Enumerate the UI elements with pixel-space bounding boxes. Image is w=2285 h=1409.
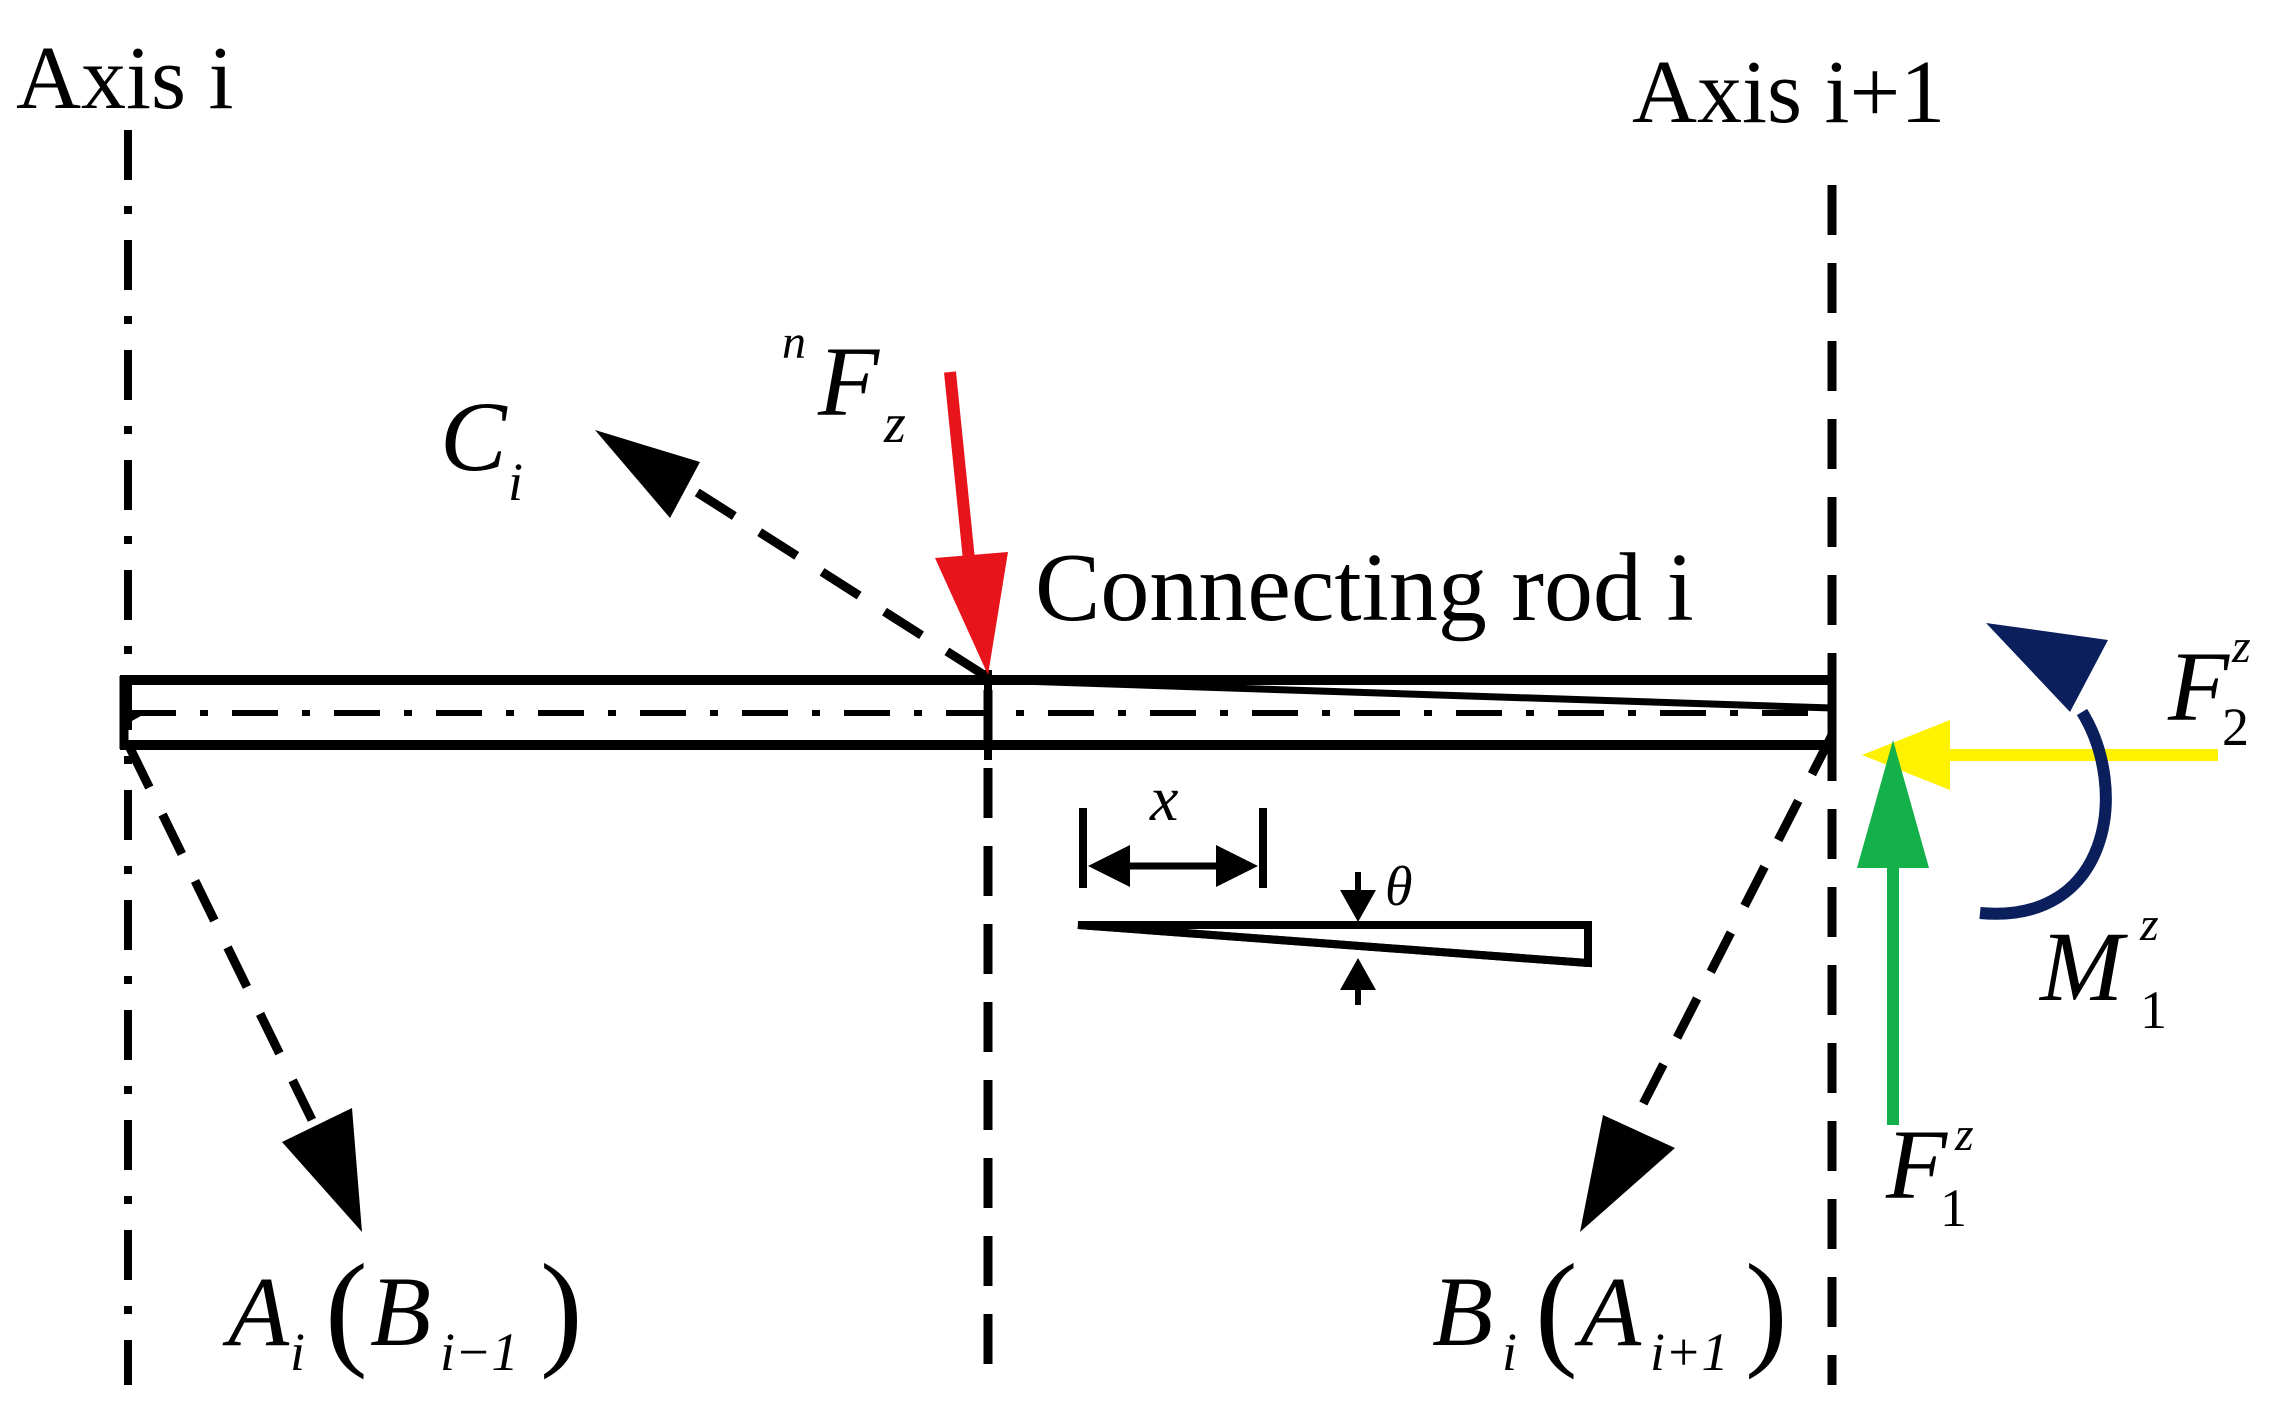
svg-text:M: M (2038, 911, 2128, 1022)
nfz-force-arrow (935, 371, 1008, 675)
f2z-label: F 2 z (2167, 620, 2251, 757)
svg-text:z: z (883, 393, 906, 455)
ci-arrowhead (595, 430, 700, 518)
f2z-force-arrow (1862, 720, 2218, 790)
svg-text:F: F (817, 326, 880, 437)
svg-text:F: F (1885, 1109, 1948, 1220)
ai-dashed-line (125, 746, 317, 1122)
nfz-label: n F z (782, 316, 906, 455)
connecting-rod-label: Connecting rod i (1035, 534, 1694, 642)
ci-label: C i (440, 381, 523, 512)
m1z-moment-arrow (1979, 623, 2112, 920)
svg-text:i: i (1502, 1322, 1517, 1382)
svg-text:(: ( (325, 1238, 368, 1380)
svg-text:(: ( (1535, 1238, 1578, 1380)
theta-angle-arrows (1340, 872, 1376, 1005)
svg-text:B: B (1432, 1256, 1493, 1367)
svg-text:i: i (290, 1322, 305, 1382)
axis-i1-label: Axis i+1 (1632, 43, 1945, 142)
svg-text:i: i (508, 452, 523, 512)
m1z-label: M 1 z (2038, 898, 2167, 1040)
bi-ai-plus-label: B i ( A i+1 ) (1432, 1238, 1788, 1382)
ai-arrowhead (282, 1108, 362, 1232)
svg-text:1: 1 (2140, 980, 2167, 1040)
svg-text:i+1: i+1 (1650, 1322, 1728, 1382)
detail-wedge (1077, 921, 1592, 968)
f1z-label: F 1 z (1885, 1108, 1974, 1238)
bi-arrowhead (1580, 1115, 1675, 1232)
svg-text:A: A (1574, 1256, 1642, 1367)
svg-text:z: z (2231, 620, 2251, 673)
svg-text:z: z (1954, 1108, 1974, 1161)
f1z-force-arrow (1857, 740, 1929, 1125)
svg-text:n: n (782, 316, 806, 369)
svg-text:2: 2 (2222, 697, 2249, 757)
theta-label: θ (1385, 856, 1413, 918)
svg-text:C: C (440, 381, 508, 492)
ci-dashed-line (659, 466, 987, 679)
svg-text:): ) (540, 1238, 583, 1380)
svg-text:F: F (2167, 631, 2230, 742)
ai-bi-minus-label: A i ( B i−1 ) (222, 1238, 583, 1382)
axis-i-label: Axis i (16, 29, 234, 128)
svg-text:): ) (1745, 1238, 1788, 1380)
connecting-rod (119, 670, 1837, 760)
svg-text:A: A (222, 1256, 290, 1367)
x-label: x (1149, 763, 1178, 834)
x-dimension (1079, 808, 1267, 888)
svg-text:B: B (370, 1256, 431, 1367)
bi-dashed-line (1635, 732, 1837, 1113)
svg-text:i−1: i−1 (440, 1322, 518, 1382)
svg-text:z: z (2139, 898, 2159, 951)
svg-text:1: 1 (1940, 1178, 1967, 1238)
